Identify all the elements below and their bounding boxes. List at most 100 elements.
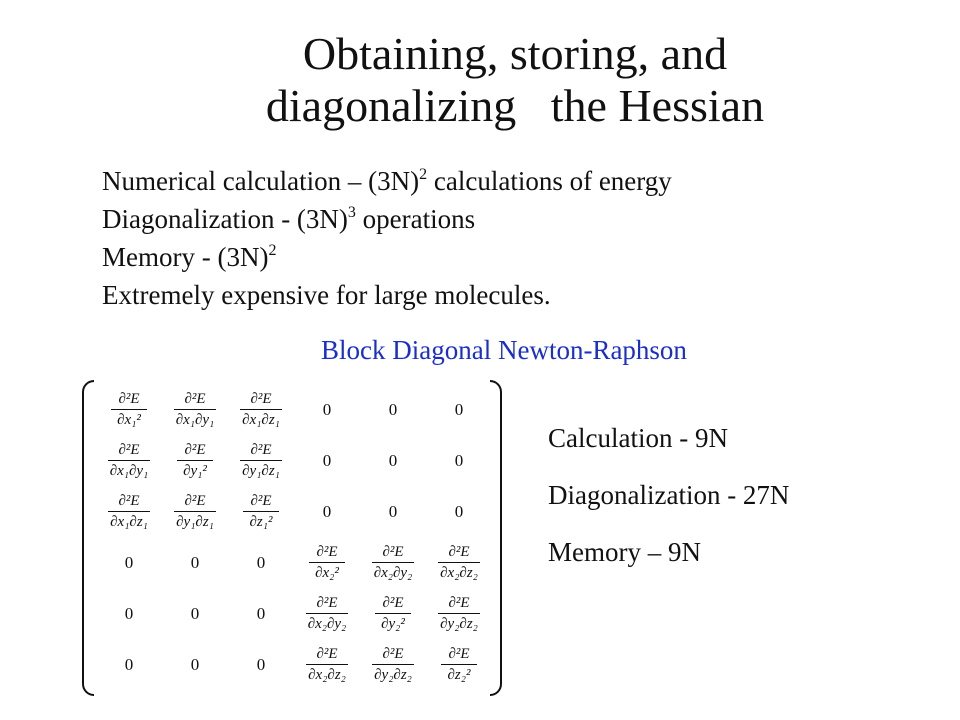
matrix-derivative-cell: ∂²E ∂z₂²: [426, 639, 492, 690]
bullet-numerical: Numerical calculation – (3N)2 calculatio…: [102, 166, 672, 196]
derivative-numerator: ∂²E: [184, 391, 206, 407]
partial-derivative: ∂²E∂x₁∂z₁: [108, 492, 150, 531]
derivative-numerator: ∂²E: [184, 442, 206, 458]
partial-derivative: ∂²E ∂y₁∂z₁: [174, 492, 216, 531]
derivative-denominator: ∂y₁²: [183, 463, 207, 479]
derivative-numerator: ∂²E: [448, 646, 470, 662]
bullet-diagonalization: Diagonalization - (3N)3 operations: [102, 204, 476, 234]
derivative-numerator: ∂²E: [448, 544, 470, 560]
derivative-denominator: ∂x₂²: [315, 565, 339, 581]
bullet-list: Numerical calculation – (3N)2 calculatio…: [102, 162, 672, 314]
derivative-numerator: ∂²E: [118, 391, 140, 407]
derivative-numerator: ∂²E: [448, 595, 470, 611]
matrix-derivative-cell: ∂²E ∂x₁∂z₁: [228, 384, 294, 435]
partial-derivative: ∂²E ∂y₁²: [177, 441, 213, 480]
matrix-derivative-cell: ∂²E∂x₁²: [96, 384, 162, 435]
fraction-bar: [306, 664, 348, 665]
fraction-bar: [240, 460, 282, 461]
partial-derivative: ∂²E∂y₂∂z₂: [438, 594, 480, 633]
derivative-denominator: ∂x₂∂y₂: [307, 616, 347, 632]
partial-derivative: ∂²E∂y₁∂z₁: [240, 441, 282, 480]
title-line-2: diagonalizing the Hessian: [265, 80, 765, 131]
fraction-bar: [371, 562, 415, 563]
derivative-denominator: ∂z₂²: [447, 667, 471, 683]
partial-derivative: ∂²E ∂x₂∂y₂: [305, 594, 349, 633]
derivative-numerator: ∂²E: [250, 442, 272, 458]
matrix-zero-cell: 0: [190, 654, 200, 674]
matrix-zero-cell: 0: [124, 552, 134, 572]
matrix-zero-cell: 0: [190, 552, 200, 572]
matrix-left-bracket: [82, 380, 94, 696]
fraction-bar: [305, 613, 349, 614]
matrix-zero-cell: 0: [454, 501, 464, 521]
matrix-zero-cell: 0: [124, 603, 134, 623]
matrix-zero-cell: 0: [322, 399, 332, 419]
derivative-denominator: ∂y₁∂z₁: [176, 514, 214, 530]
derivative-numerator: ∂²E: [250, 493, 272, 509]
fraction-bar: [438, 562, 480, 563]
partial-derivative: ∂²E ∂x₁∂z₁: [240, 390, 282, 429]
derivative-denominator: ∂y₂∂z₂: [374, 667, 412, 683]
fraction-bar: [309, 562, 345, 563]
bullet-memory: Memory - (3N)2: [102, 242, 277, 272]
fraction-bar: [438, 613, 480, 614]
fraction-bar: [240, 409, 282, 410]
partial-derivative: ∂²E ∂y₂∂z₂: [372, 645, 414, 684]
fraction-bar: [441, 664, 477, 665]
fraction-bar: [372, 664, 414, 665]
title-line-1: Obtaining, storing, and: [302, 28, 728, 79]
partial-derivative: ∂²E∂x₁∂y₁: [107, 441, 151, 480]
derivative-denominator: ∂x₁∂z₁: [110, 514, 148, 530]
matrix-zero-cell: 0: [454, 450, 464, 470]
derivative-denominator: ∂x₂∂z₂: [440, 565, 478, 581]
partial-derivative: ∂²E ∂x₂∂z₂: [438, 543, 480, 582]
matrix-derivative-cell: ∂²E∂y₂∂z₂: [426, 588, 492, 639]
matrix-derivative-cell: ∂²E ∂x₂²: [294, 537, 360, 588]
derivative-numerator: ∂²E: [250, 391, 272, 407]
slide-title: Obtaining, storing, and diagonalizing th…: [150, 28, 880, 132]
derivative-numerator: ∂²E: [118, 442, 140, 458]
cost-calculation: Calculation - 9N: [548, 423, 728, 453]
matrix-zero-cell: 0: [124, 654, 134, 674]
cost-diagonalization: Diagonalization - 27N: [548, 480, 790, 510]
partial-derivative: ∂²E ∂z₂²: [441, 645, 477, 684]
matrix-derivative-cell: ∂²E∂x₁∂z₁: [96, 486, 162, 537]
matrix-derivative-cell: ∂²E∂x₁∂y₁: [96, 435, 162, 486]
partial-derivative: ∂²E∂x₂∂z₂: [306, 645, 348, 684]
bullet-expensive: Extremely expensive for large molecules.: [102, 280, 551, 310]
fraction-bar: [108, 511, 150, 512]
matrix-right-bracket: [490, 380, 502, 696]
derivative-denominator: ∂x₂∂y₂: [373, 565, 413, 581]
matrix-zero-cell: 0: [388, 501, 398, 521]
matrix-zero-cell: 0: [388, 399, 398, 419]
matrix-zero-cell: 0: [388, 450, 398, 470]
matrix-derivative-cell: ∂²E ∂y₁²: [162, 435, 228, 486]
matrix-derivative-cell: ∂²E ∂x₂∂z₂: [426, 537, 492, 588]
derivative-numerator: ∂²E: [184, 493, 206, 509]
fraction-bar: [111, 409, 147, 410]
derivative-denominator: ∂y₂²: [381, 616, 405, 632]
matrix-zero-cell: 0: [322, 450, 332, 470]
derivative-numerator: ∂²E: [316, 544, 338, 560]
matrix-derivative-cell: ∂²E ∂y₁∂z₁: [162, 486, 228, 537]
derivative-numerator: ∂²E: [382, 595, 404, 611]
matrix-zero-cell: 0: [256, 552, 266, 572]
matrix-derivative-cell: ∂²E∂z₁²: [228, 486, 294, 537]
fraction-bar: [107, 460, 151, 461]
derivative-numerator: ∂²E: [382, 646, 404, 662]
partial-derivative: ∂²E ∂y₂²: [375, 594, 411, 633]
matrix-derivative-cell: ∂²E∂x₂∂z₂: [294, 639, 360, 690]
cost-list: Calculation - 9N Diagonalization - 27N M…: [548, 410, 789, 581]
fraction-bar: [243, 511, 279, 512]
derivative-denominator: ∂x₁∂z₁: [242, 412, 280, 428]
matrix-zero-cell: 0: [256, 603, 266, 623]
partial-derivative: ∂²E∂x₁²: [111, 390, 147, 429]
cost-memory: Memory – 9N: [548, 537, 701, 567]
matrix-derivative-cell: ∂²E∂x₁∂y₁: [162, 384, 228, 435]
block-diagonal-heading: Block Diagonal Newton-Raphson: [321, 335, 687, 365]
matrix-zero-cell: 0: [190, 603, 200, 623]
matrix-zero-cell: 0: [322, 501, 332, 521]
derivative-numerator: ∂²E: [316, 595, 338, 611]
derivative-numerator: ∂²E: [316, 646, 338, 662]
